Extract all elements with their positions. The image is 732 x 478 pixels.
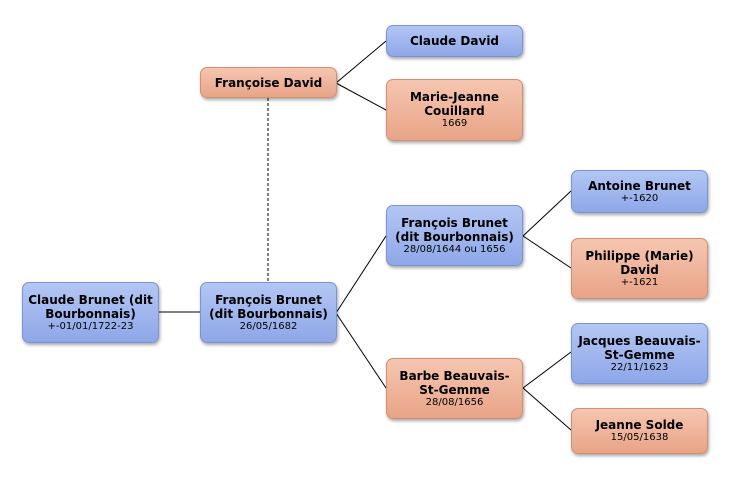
- person-francoise-david[interactable]: Françoise David: [200, 67, 337, 98]
- connector-barbe-to-jacques: [522, 351, 572, 389]
- person-name: Antoine Brunet: [588, 178, 691, 193]
- person-name: St-Gemme: [419, 382, 490, 397]
- person-name: Claude David: [409, 34, 500, 48]
- person-date: 15/05/1638: [610, 432, 669, 443]
- person-barbe-beauvais[interactable]: Barbe Beauvais- St-Gemme 28/08/1656: [386, 358, 523, 419]
- person-date: 1669: [441, 118, 468, 129]
- person-date: 22/11/1623: [610, 361, 669, 373]
- person-jeanne-solde[interactable]: Jeanne Solde 15/05/1638: [571, 408, 708, 454]
- connector-barbe-to-jeanne: [522, 387, 572, 431]
- connector-francois-to-father: [335, 235, 387, 314]
- person-name: (dit Bourbonnais): [209, 306, 328, 321]
- person-name: Claude Brunet (dit: [28, 292, 153, 307]
- person-date: +-1621: [620, 276, 659, 288]
- person-francois-brunet-1682[interactable]: François Brunet (dit Bourbonnais) 26/05/…: [200, 282, 337, 343]
- person-name: François Brunet: [401, 215, 508, 230]
- person-name: Couillard: [424, 104, 485, 118]
- person-antoine-brunet[interactable]: Antoine Brunet +-1620: [571, 170, 708, 213]
- person-name: Bourbonnais): [45, 306, 136, 321]
- person-claude-david[interactable]: Claude David: [386, 25, 523, 57]
- person-jacques-beauvais[interactable]: Jacques Beauvais- St-Gemme 22/11/1623: [571, 323, 708, 384]
- connector-father-to-antoine: [522, 190, 572, 237]
- person-name: Philippe (Marie): [585, 248, 694, 263]
- connector-francoise-to-marie: [335, 82, 387, 111]
- person-name: St-Gemme: [604, 347, 675, 362]
- person-name: Marie-Jeanne: [409, 90, 500, 104]
- person-date: 26/05/1682: [239, 320, 298, 332]
- person-name: (dit Bourbonnais): [395, 229, 514, 244]
- connector-father-to-philippe: [522, 235, 572, 269]
- person-claude-brunet[interactable]: Claude Brunet (dit Bourbonnais) +-01/01/…: [22, 282, 159, 343]
- person-francois-brunet-1644[interactable]: François Brunet (dit Bourbonnais) 28/08/…: [386, 205, 523, 266]
- person-date: 28/08/1644 ou 1656: [403, 243, 506, 255]
- person-name: David: [620, 262, 659, 277]
- person-name: François Brunet: [215, 292, 322, 307]
- person-name: Françoise David: [214, 75, 323, 90]
- person-name: Barbe Beauvais-: [399, 368, 510, 383]
- person-date: +-1620: [620, 192, 659, 204]
- person-date: +-01/01/1722-23: [47, 320, 134, 332]
- person-marie-jeanne-couillard[interactable]: Marie-Jeanne Couillard 1669: [386, 79, 523, 141]
- person-philippe-david[interactable]: Philippe (Marie) David +-1621: [571, 238, 708, 299]
- person-name: Jacques Beauvais-: [578, 333, 701, 348]
- connector-francois-to-mother: [335, 312, 387, 389]
- person-date: 28/08/1656: [425, 396, 484, 408]
- connector-francoise-to-claude: [335, 40, 387, 84]
- person-name: Jeanne Solde: [595, 418, 684, 432]
